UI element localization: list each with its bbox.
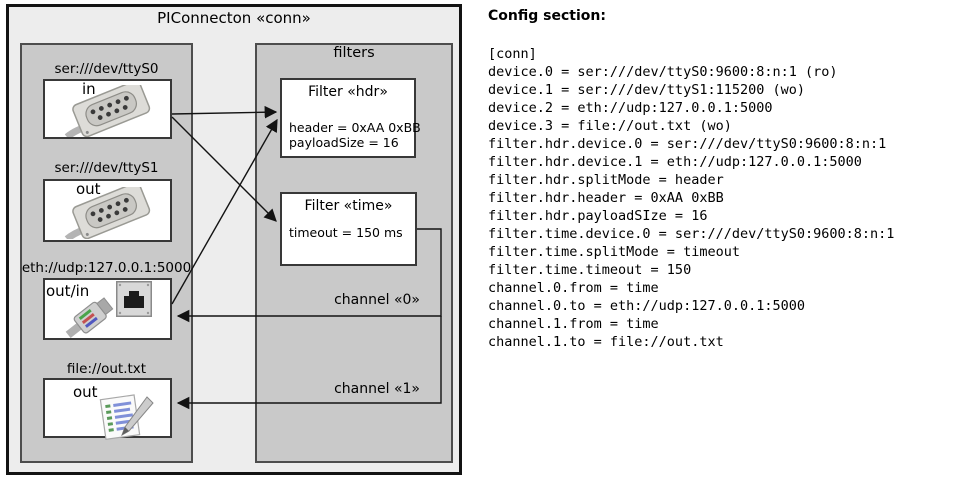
device-protocol-label: ser:///dev/ttyS0 (54, 61, 159, 77)
filter-attr: header = 0xAA 0xBB (289, 120, 421, 135)
device-mode-label: in (82, 80, 96, 98)
filter-attributes: timeout = 150 ms (289, 225, 403, 240)
device-mode-label: out (76, 180, 101, 198)
channel-label-1: channel «1» (334, 381, 420, 397)
ethernet-cable-icon (65, 297, 114, 339)
filter-attr: timeout = 150 ms (289, 225, 403, 240)
diagram-title: PIConnecton «conn» (157, 9, 311, 27)
device-mode-label: out (73, 383, 98, 401)
ethernet-port-icon (116, 281, 152, 317)
text-file-icon (99, 394, 154, 440)
filter-title: Filter «hdr» (308, 84, 388, 100)
device-protocol-label: ser:///dev/ttyS1 (54, 160, 159, 176)
serial-connector-icon (64, 85, 151, 137)
filter-title: Filter «time» (304, 198, 393, 214)
device-protocol-label: eth://udp:127.0.0.1:5000 (21, 260, 192, 276)
filter-attributes: header = 0xAA 0xBB payloadSize = 16 (289, 120, 421, 150)
filter-box-hdr: Filter «hdr» header = 0xAA 0xBB payloadS… (280, 78, 421, 158)
device-mode-label: out/in (46, 282, 90, 300)
serial-connector-icon (64, 187, 151, 239)
device-protocol-label: file://out.txt (66, 361, 147, 377)
channel-label-0: channel «0» (334, 292, 420, 308)
filter-attr: payloadSize = 16 (289, 135, 399, 150)
config-section-title: Config section: (488, 8, 606, 24)
filter-box-time: Filter «time» timeout = 150 ms (280, 192, 417, 266)
filters-panel-title: filters (333, 45, 375, 61)
config-listing: [conn] device.0 = ser:///dev/ttyS0:9600:… (488, 46, 895, 350)
